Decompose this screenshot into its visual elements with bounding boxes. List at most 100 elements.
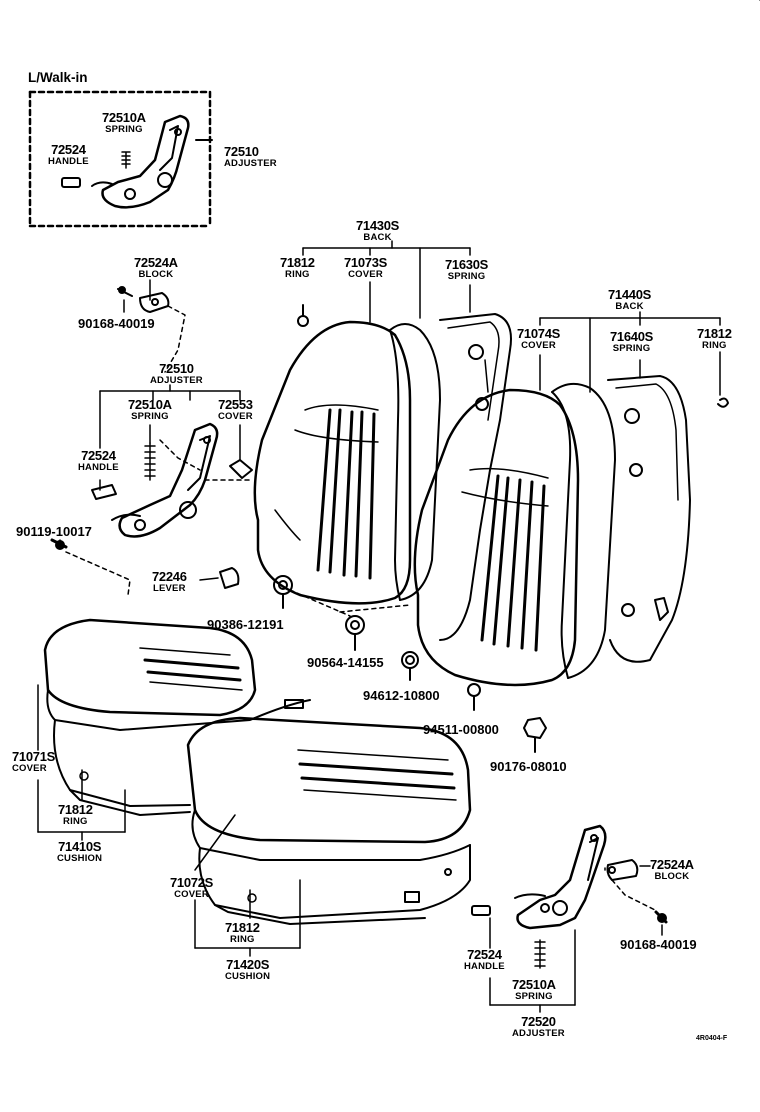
part-number: 71430S bbox=[356, 218, 400, 233]
part-name: HANDLE bbox=[48, 156, 89, 167]
part-name: BACK bbox=[363, 232, 392, 243]
part-name: HANDLE bbox=[464, 961, 505, 972]
part-name: LEVER bbox=[152, 583, 186, 594]
part-number: 72510A bbox=[102, 110, 146, 125]
cushion-label-71420s: 71420S CUSHION bbox=[225, 958, 270, 982]
part-name: COVER bbox=[521, 340, 556, 351]
walkin-section-title: L/Walk-in bbox=[28, 70, 88, 85]
cover-label-72553: 72553 COVER bbox=[218, 398, 253, 422]
ring-label-4: 71812 RING bbox=[225, 921, 260, 945]
part-name: SPRING bbox=[105, 124, 143, 135]
part-name: ADJUSTER bbox=[224, 158, 277, 169]
part-number: 71812 bbox=[697, 326, 732, 341]
part-name: COVER bbox=[174, 889, 209, 900]
part-number: 71812 bbox=[58, 802, 93, 817]
part-number: 72524A bbox=[650, 857, 694, 872]
cover-label-71073s: 71073S COVER bbox=[344, 256, 387, 280]
part-number: 71812 bbox=[225, 920, 260, 935]
spring-label-71640s: 71640S SPRING bbox=[610, 330, 653, 354]
part-name: RING bbox=[702, 340, 727, 351]
part-number: 71071S bbox=[12, 749, 56, 764]
back-assy-1-label: 71430S BACK bbox=[356, 219, 399, 243]
adjuster-right-drawing bbox=[472, 826, 666, 968]
walkin-adjuster-drawing bbox=[62, 116, 212, 207]
part-number: 72524A bbox=[134, 255, 178, 270]
leader-lines bbox=[38, 0, 760, 1012]
back-bracket-1 bbox=[303, 241, 470, 322]
fastener-label-90564: 90564-14155 bbox=[307, 655, 384, 670]
part-number: 72510 bbox=[159, 361, 194, 376]
seat-cushion-2-drawing bbox=[188, 718, 470, 924]
cover-label-71072s: 71072S COVER bbox=[170, 876, 213, 900]
handle-label-72524-left: 72524 HANDLE bbox=[78, 449, 119, 473]
part-number: 72553 bbox=[218, 397, 253, 412]
handle-label-72524-right: 72524 HANDLE bbox=[464, 948, 505, 972]
walkin-inset-box bbox=[30, 92, 210, 226]
part-number: 71072S bbox=[170, 875, 214, 890]
part-number: 71410S bbox=[58, 839, 102, 854]
part-number: 72520 bbox=[521, 1014, 556, 1029]
back-bracket-2 bbox=[540, 312, 720, 395]
part-number: 71074S bbox=[517, 326, 561, 341]
part-name: CUSHION bbox=[57, 853, 103, 864]
seat-back-2-drawing bbox=[415, 376, 690, 685]
part-name: BLOCK bbox=[654, 871, 690, 882]
part-number: 71630S bbox=[445, 257, 489, 272]
part-name: SPRING bbox=[447, 271, 486, 282]
adjuster-left-brackets bbox=[100, 385, 240, 448]
block-upper-drawing bbox=[118, 287, 185, 372]
fastener-label-90386: 90386-12191 bbox=[207, 617, 284, 632]
adjuster-label-72510: 72510 ADJUSTER bbox=[150, 362, 203, 386]
spring-label-72510a-right: 72510A SPRING bbox=[512, 978, 556, 1002]
part-name: COVER bbox=[12, 763, 47, 774]
walkin-handle-label: 72524 HANDLE bbox=[48, 143, 89, 167]
part-number: 71073S bbox=[344, 255, 388, 270]
part-number: 72510 bbox=[224, 144, 259, 159]
part-name: SPRING bbox=[131, 411, 169, 422]
part-name: RING bbox=[63, 816, 88, 827]
part-name: RING bbox=[285, 269, 310, 280]
part-name: COVER bbox=[348, 269, 383, 280]
fastener-label-94612: 94612-10800 bbox=[363, 688, 440, 703]
part-number: 71420S bbox=[226, 957, 270, 972]
part-name: BLOCK bbox=[138, 269, 174, 280]
drawing-code: 4R0404-F bbox=[696, 1035, 728, 1042]
fastener-label-90168-upper: 90168-40019 bbox=[78, 316, 155, 331]
seat-back-1-drawing bbox=[255, 314, 511, 640]
ring-label-2: 71812 RING bbox=[697, 327, 732, 351]
fastener-label-90168-lower: 90168-40019 bbox=[620, 937, 697, 952]
seat-cushion-1-drawing bbox=[45, 620, 310, 815]
cover-label-71071s: 71071S COVER bbox=[12, 750, 55, 774]
lever-label-72246: 72246 LEVER bbox=[152, 570, 187, 594]
part-number: 72510A bbox=[128, 397, 172, 412]
part-number: 71440S bbox=[608, 287, 652, 302]
block-label-lower: 72524A BLOCK bbox=[650, 858, 694, 882]
cushion-label-71410s: 71410S CUSHION bbox=[57, 840, 102, 864]
walkin-spring-label: 72510A SPRING bbox=[102, 111, 146, 135]
block-label-upper: 72524A BLOCK bbox=[134, 256, 178, 280]
part-name: ADJUSTER bbox=[512, 1028, 565, 1039]
part-number: 72524 bbox=[51, 142, 86, 157]
adjuster-left-drawing bbox=[52, 424, 252, 595]
spring-label-72510a-left: 72510A SPRING bbox=[128, 398, 172, 422]
spring-label-71630s: 71630S SPRING bbox=[445, 258, 488, 282]
part-name: COVER bbox=[218, 411, 253, 422]
part-name: RING bbox=[230, 934, 255, 945]
part-number: 72510A bbox=[512, 977, 556, 992]
part-number: 72524 bbox=[467, 947, 502, 962]
part-name: SPRING bbox=[515, 991, 553, 1002]
cover-label-71074s: 71074S COVER bbox=[517, 327, 560, 351]
part-number: 72246 bbox=[152, 569, 187, 584]
adjuster-label-72520: 72520 ADJUSTER bbox=[512, 1015, 565, 1039]
back-assy-2-label: 71440S BACK bbox=[608, 288, 651, 312]
fastener-label-94511: 94511-00800 bbox=[423, 722, 499, 737]
fastener-label-90176: 90176-08010 bbox=[490, 759, 567, 774]
part-name: SPRING bbox=[612, 343, 651, 354]
fastener-label-90119: 90119-10017 bbox=[16, 524, 92, 539]
part-number: 72524 bbox=[81, 448, 116, 463]
part-name: HANDLE bbox=[78, 462, 119, 473]
ring-label-3: 71812 RING bbox=[58, 803, 93, 827]
part-name: BACK bbox=[615, 301, 644, 312]
part-name: ADJUSTER bbox=[150, 375, 203, 386]
